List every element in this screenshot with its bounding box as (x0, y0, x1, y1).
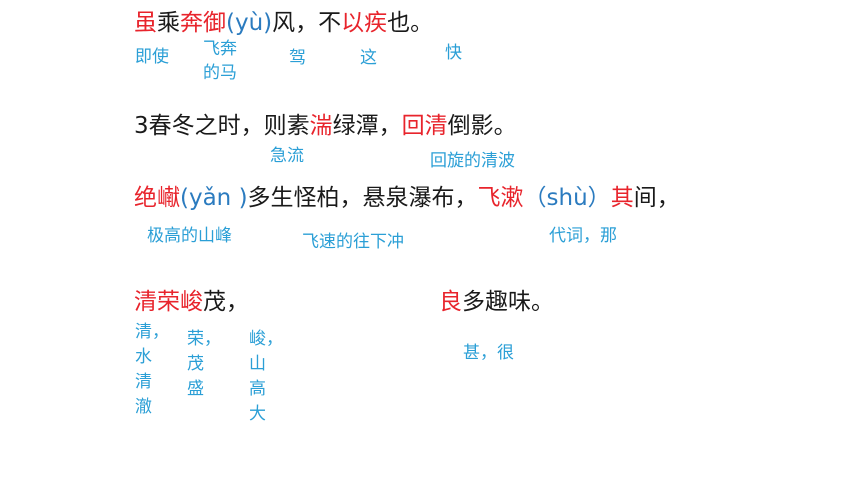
note-rong-3: 盛 (187, 379, 204, 399)
note-qing-stack: 清， 水 清 澈 (135, 320, 169, 420)
note-feiben: 飞奔 (203, 39, 237, 59)
word-tuan: 湍 (309, 113, 333, 139)
note-daici: 代词，那 (549, 226, 617, 246)
word-qingrongjun: 清荣峻 (134, 289, 203, 315)
note-shenhen: 甚，很 (463, 343, 514, 363)
text-cheng: 乘 (157, 10, 180, 36)
note-jun-1: 峻， (249, 329, 283, 349)
pinyin-shu: （shù） (523, 185, 611, 211)
note-huixuan: 回旋的清波 (430, 151, 515, 171)
word-benyu: 奔御 (180, 10, 226, 36)
text-chundong: 3春冬之时，则素 (134, 113, 310, 139)
note-jun-stack: 峻， 山 高 大 (249, 327, 283, 427)
note-kuai: 快 (445, 43, 462, 63)
note-jun-3: 高 (249, 379, 266, 399)
sentence-4b: 良多趣味。 (439, 287, 554, 317)
note-feisu: 飞速的往下冲 (302, 232, 404, 252)
note-qing-3: 清 (135, 372, 152, 392)
word-sui: 虽 (134, 10, 157, 36)
note-jun-2: 山 (249, 354, 266, 374)
text-mao: 茂， (203, 289, 249, 315)
note-jiliu: 急流 (270, 146, 304, 166)
sentence-3: 绝𪩘(yǎn )多生怪柏，悬泉瀑布，飞漱（shù）其间， (134, 183, 680, 213)
sentence-2: 3春冬之时，则素湍绿潭，回清倒影。 (134, 111, 517, 141)
note-rong-1: 荣， (187, 329, 221, 349)
pinyin-yu: (yù) (226, 10, 273, 36)
word-huiqing: 回清 (401, 113, 448, 139)
note-rong-stack: 荣， 茂 盛 (187, 327, 221, 402)
note-qing-4: 澈 (135, 397, 152, 417)
word-liang: 良 (439, 289, 462, 315)
note-jun-4: 大 (249, 404, 266, 424)
text-daoying: 倒影。 (447, 113, 517, 139)
note-jishi: 即使 (135, 47, 169, 67)
note-qing-1: 清， (135, 322, 169, 342)
text-jian: 间， (633, 185, 680, 211)
text-guaibai: 多生怪柏，悬泉瀑布， (247, 185, 478, 211)
note-dema: 的马 (203, 63, 237, 83)
text-lvtan: 绿潭， (332, 113, 402, 139)
note-jigao: 极高的山峰 (147, 226, 232, 246)
note-rong-2: 茂 (187, 354, 204, 374)
word-yiji: 以疾 (341, 10, 388, 36)
sentence-1: 虽乘奔御(yù)风，不以疾也。 (134, 8, 433, 38)
note-jia: 驾 (289, 48, 306, 68)
text-duoquwei: 多趣味。 (462, 289, 554, 315)
word-jueyan: 绝𪩘 (134, 185, 180, 211)
note-qing-2: 水 (135, 347, 152, 367)
word-feishu: 飞漱 (477, 185, 524, 211)
text-feng-bu: 风，不 (272, 10, 342, 36)
note-zhe: 这 (360, 48, 377, 68)
pinyin-yan: (yǎn ) (180, 185, 248, 211)
text-ye: 也。 (387, 10, 434, 36)
word-qi: 其 (610, 185, 634, 211)
sentence-4: 清荣峻茂， (134, 287, 249, 317)
